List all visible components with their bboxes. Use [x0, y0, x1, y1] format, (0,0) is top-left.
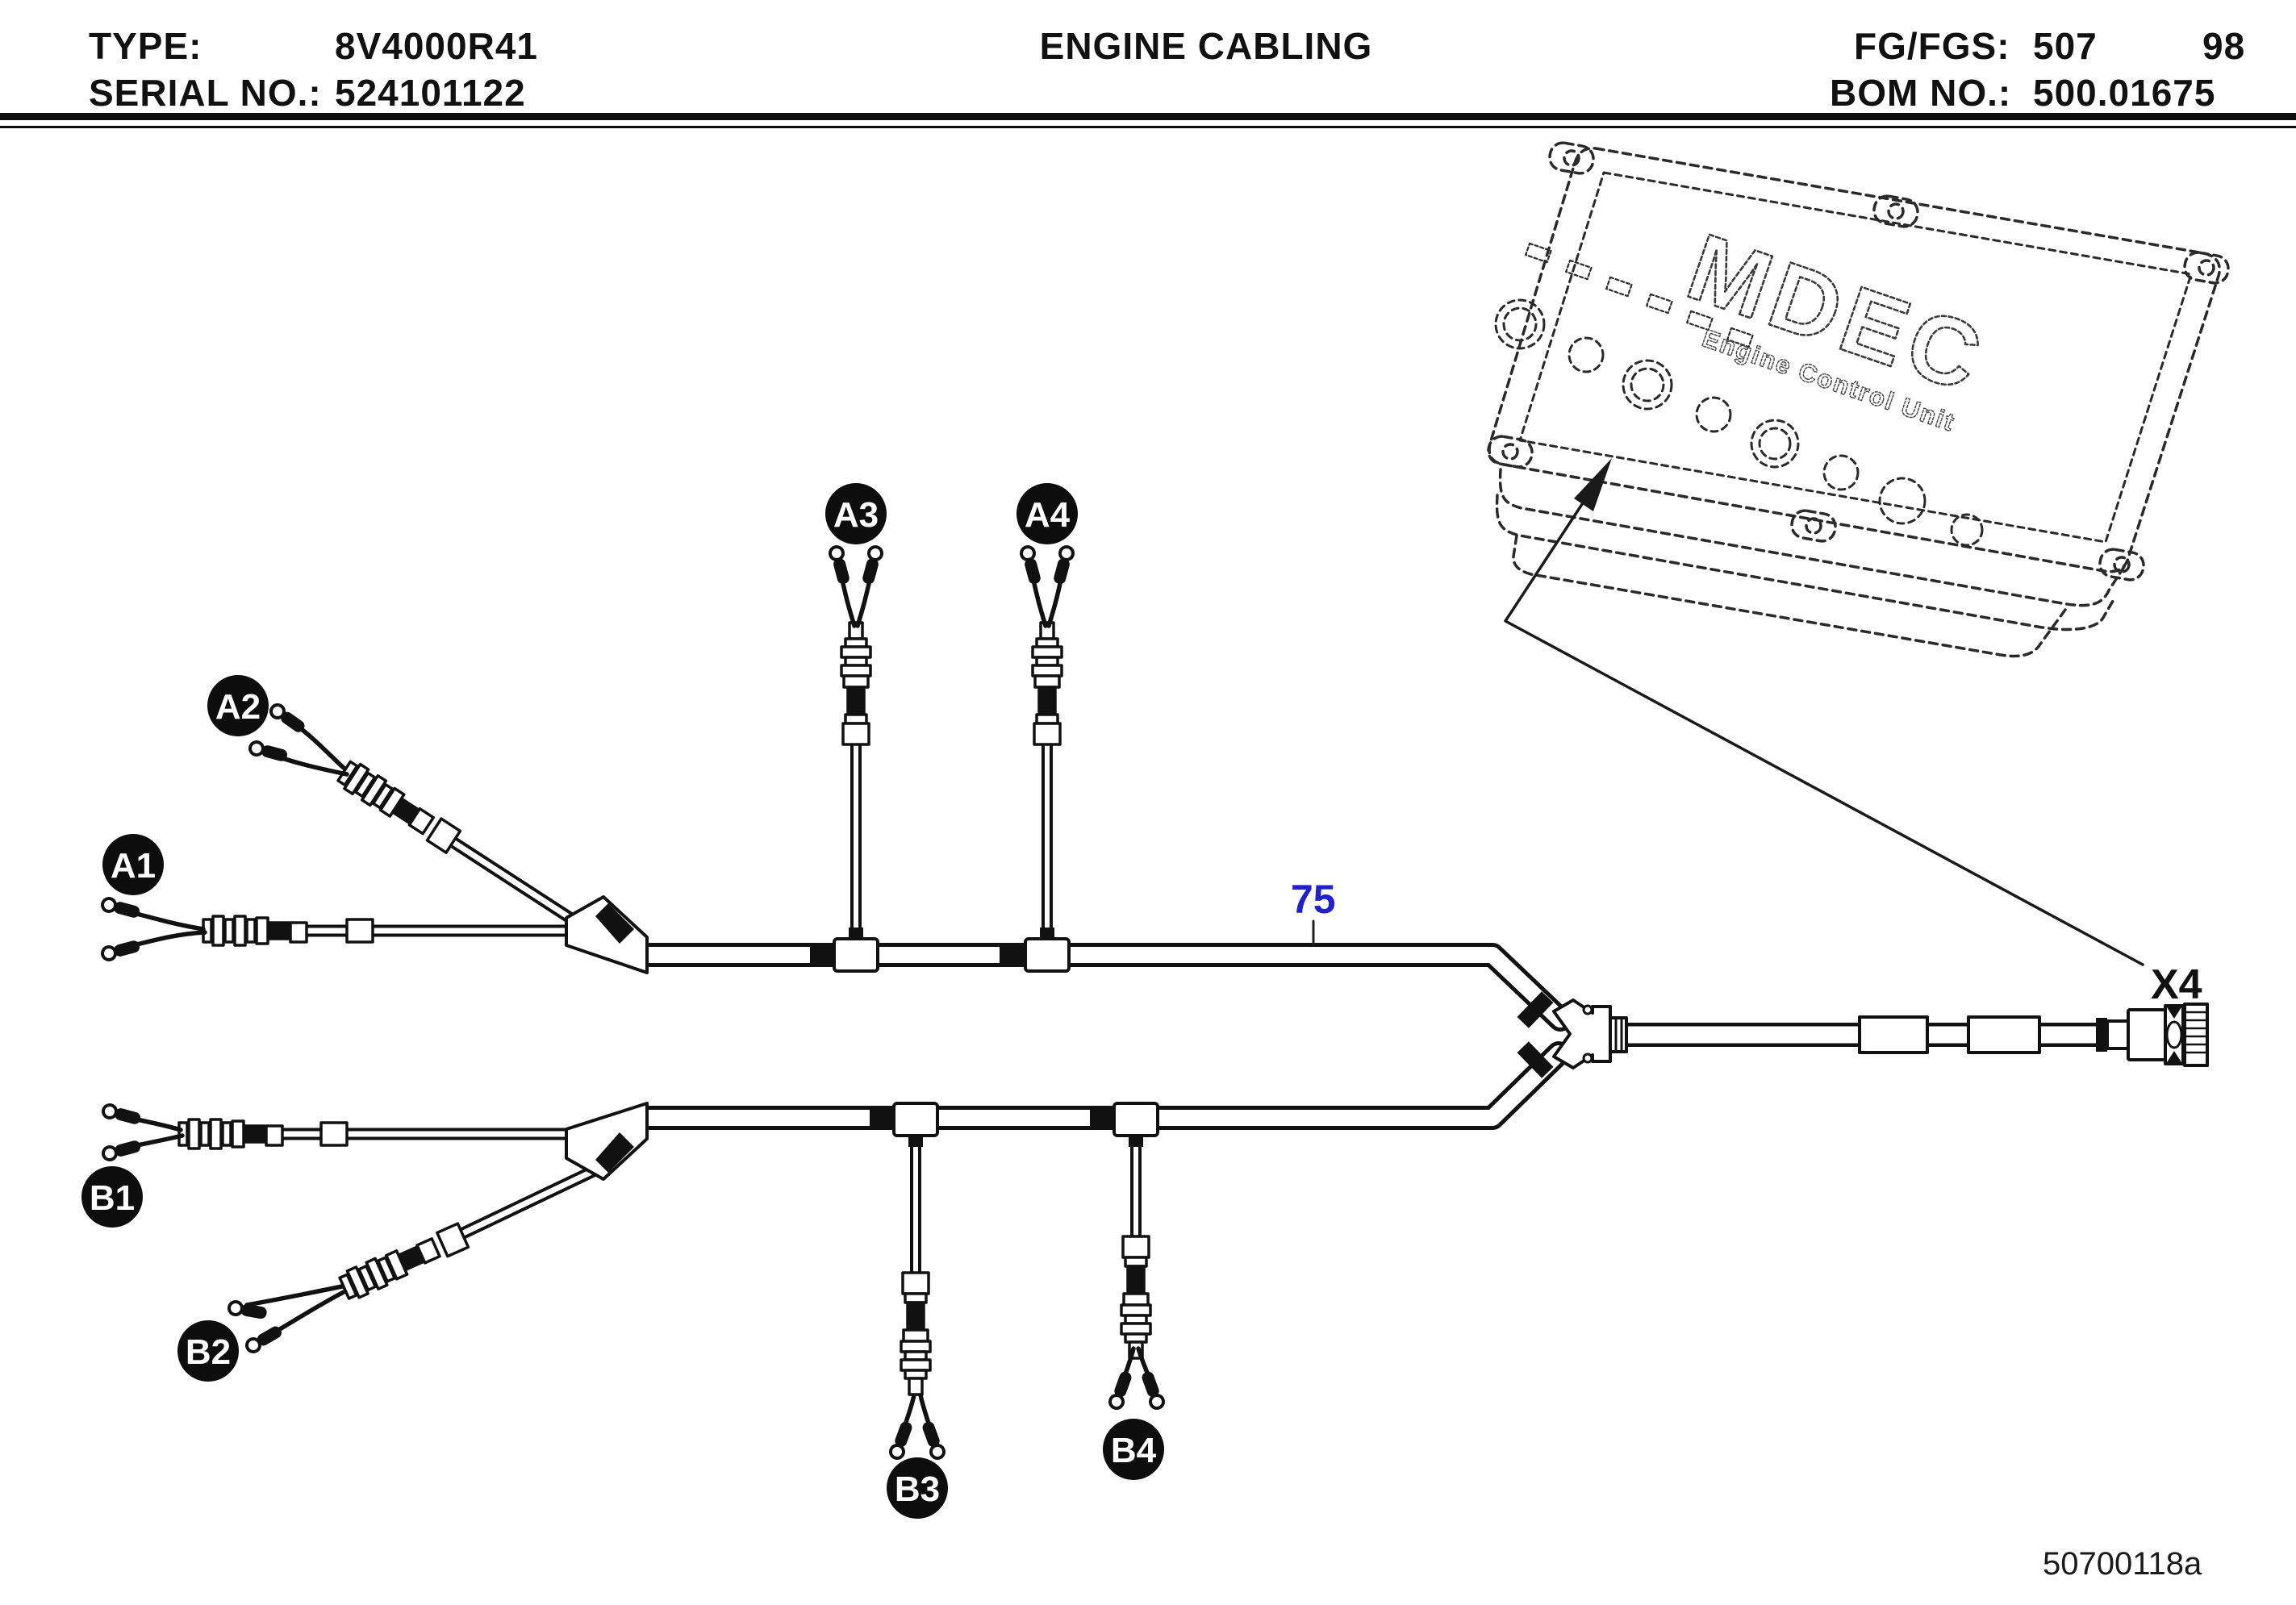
callout-b4: B4: [1103, 1419, 1164, 1480]
x4-cable-sleeve-1: [1858, 1015, 1929, 1054]
a3-tee: [833, 937, 879, 973]
callout-a4-label: A4: [1025, 495, 1071, 535]
callout-b2: B2: [177, 1320, 239, 1382]
callout-balloons: A1 A2 A3 A4 B1 B2: [81, 483, 1164, 1519]
a3-terminal-2: [859, 544, 885, 587]
callout-a2: A2: [207, 675, 269, 736]
callout-a1-label: A1: [111, 846, 156, 886]
a2-terminal-1: [266, 700, 309, 736]
merge-junction: [1552, 998, 1612, 1069]
ecu-unit: MDEC Engine Control Unit: [1487, 141, 2230, 658]
x4-connector: [2096, 1003, 2209, 1067]
item-75-label: 75: [1291, 877, 1336, 922]
ecu-ear-tl: [1548, 141, 1595, 175]
a4-terminal-2: [1050, 544, 1076, 587]
a4-tee: [1024, 937, 1071, 973]
callout-a3-label: A3: [833, 495, 879, 535]
ecu-rim: [1498, 468, 2128, 607]
b3-terminal-2: [919, 1418, 948, 1462]
upper-harness-tube: [633, 943, 1572, 1032]
b3-tee: [892, 1102, 939, 1137]
callout-b3: B3: [887, 1457, 948, 1519]
serial-value: 524101122: [335, 72, 526, 114]
a1-terminal-2: [99, 937, 143, 963]
b2-connector: [338, 1222, 470, 1300]
b1-terminal-2: [100, 1137, 144, 1163]
ecu-ear-tm: [1872, 194, 1919, 228]
x4-end-cap: [2183, 1003, 2209, 1067]
x4-cable-sleeve-2: [1967, 1015, 2041, 1054]
header-rule-thick: [0, 113, 2296, 120]
x4-connector-label: X4: [2151, 961, 2202, 1008]
item-75-reference: 75: [1291, 877, 1336, 947]
connector-stacks: [177, 621, 1152, 1396]
harness-fittings: [565, 895, 2209, 1181]
ecu-ear-bm: [1790, 509, 1837, 543]
callout-b4-label: B4: [1111, 1431, 1157, 1470]
b4-terminal-1: [1106, 1368, 1135, 1412]
a1-connector: [202, 915, 374, 947]
b3-terminal-1: [887, 1418, 916, 1462]
callout-a2-label: A2: [215, 687, 261, 727]
a4-terminal-1: [1018, 544, 1044, 587]
harness-tubes: [278, 735, 2113, 1282]
b4-tee: [1113, 1102, 1159, 1137]
b-branch-junction: [565, 1102, 649, 1181]
ecu-lid-inner: [1518, 171, 2193, 544]
a-branch-junction: [565, 895, 649, 974]
b3-connector: [900, 1271, 932, 1396]
callout-b2-label: B2: [186, 1332, 231, 1372]
a3-terminal-1: [827, 544, 853, 587]
pigtail-wires: [119, 562, 1157, 1446]
callout-a1: A1: [102, 834, 164, 895]
a3-connector: [840, 621, 872, 746]
ecu-ear-br: [2098, 548, 2145, 582]
ring-terminals: [99, 544, 1167, 1462]
b4-connector: [1120, 1235, 1152, 1360]
drawing-number: 50700118a: [2043, 1546, 2202, 1582]
ecu-body: [1495, 494, 2117, 632]
ecu-port-marks: [1525, 242, 1754, 348]
ecu-pointer-arrow: [1504, 458, 2144, 966]
b1-connector: [177, 1118, 349, 1150]
fg-label: FG/FGS:: [1854, 25, 2010, 67]
ecu-ear-tr: [2183, 251, 2230, 285]
bom-label: BOM NO.:: [1830, 72, 2012, 114]
b4-terminal-2: [1138, 1368, 1167, 1412]
b1-terminal-1: [100, 1102, 144, 1128]
a4-connector: [1031, 621, 1063, 746]
type-label: TYPE:: [89, 25, 202, 67]
a2-connector: [336, 760, 462, 854]
callout-b1-label: B1: [90, 1178, 135, 1218]
fg-value: 507: [2033, 25, 2098, 67]
ecu-connector-bosses: [1494, 298, 1984, 547]
serial-label: SERIAL NO.:: [89, 72, 322, 114]
b2-terminal-2: [243, 1322, 286, 1356]
merge-collar: [1609, 1016, 1628, 1053]
callout-a3: A3: [825, 483, 887, 544]
page-title: ENGINE CABLING: [1039, 25, 1373, 67]
fg-extra: 98: [2202, 25, 2246, 67]
callout-b1: B1: [81, 1166, 143, 1228]
callout-a4: A4: [1017, 483, 1078, 544]
a1-terminal-1: [99, 895, 143, 921]
callout-b3-label: B3: [895, 1470, 940, 1509]
ecu-ear-bl: [1487, 435, 1534, 469]
ecu-body-lower: [1512, 534, 2067, 658]
type-value: 8V4000R41: [335, 25, 538, 67]
bom-value: 500.01675: [2033, 72, 2216, 114]
header-rule-thin: [0, 126, 2296, 128]
a2-terminal-2: [247, 739, 290, 765]
